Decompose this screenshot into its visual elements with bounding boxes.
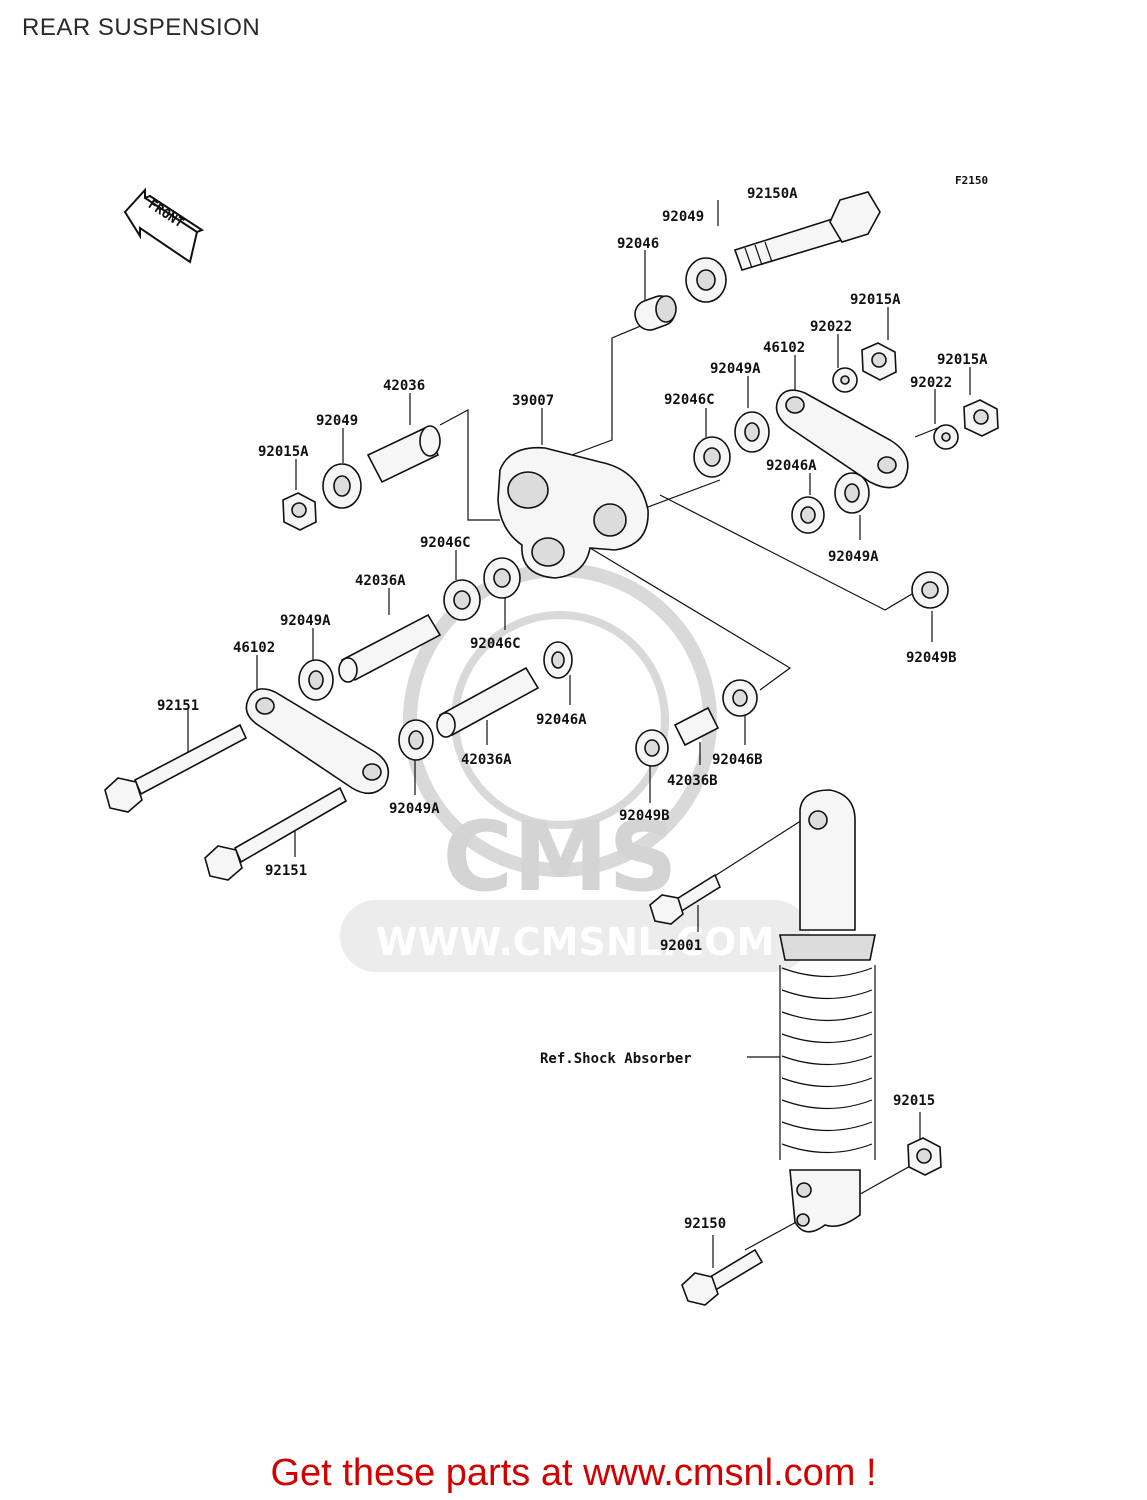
part-label: 92150	[684, 1216, 726, 1232]
part-label: 92046A	[536, 712, 587, 728]
bearing-92046b-icon	[722, 679, 758, 717]
nut-92015a-left-icon	[282, 492, 317, 531]
part-label: 92022	[810, 319, 852, 335]
collar-42036a-lower-icon	[436, 666, 540, 738]
collar-42036b-icon	[673, 706, 720, 747]
part-label: 92049A	[389, 801, 440, 817]
nut-92015-icon	[907, 1137, 942, 1176]
part-label: 92151	[265, 863, 307, 879]
watermark-brand: CMS	[442, 801, 677, 913]
part-label: 42036	[383, 378, 425, 394]
part-label: 92049A	[828, 549, 879, 565]
washer-92049a-lower-icon	[398, 719, 434, 761]
shock-absorber-icon	[779, 789, 876, 1233]
bearing-92046c-upper-icon	[693, 436, 731, 478]
reference-note: Ref.Shock Absorber	[540, 1051, 692, 1067]
page-title: REAR SUSPENSION	[22, 14, 261, 41]
bearing-92046c-center-icon	[483, 557, 521, 599]
nut-92015a-right-top-icon	[861, 342, 897, 381]
front-arrow-icon: FRONT	[123, 187, 205, 264]
part-label: 39007	[512, 393, 554, 409]
part-label: 92015A	[258, 444, 309, 460]
part-label: 92049	[316, 413, 358, 429]
part-label: 92049B	[906, 650, 957, 666]
part-label: 92015A	[850, 292, 901, 308]
washer-92049b-right-icon	[911, 571, 949, 609]
part-label: 92046B	[712, 752, 763, 768]
part-label: 92046C	[470, 636, 521, 652]
part-label: 92015A	[937, 352, 988, 368]
part-label: 92049	[662, 209, 704, 225]
part-label: 92046C	[664, 392, 715, 408]
watermark: CMS WWW.CMSNL.COM	[340, 563, 810, 972]
collar-42036a-upper-icon	[338, 613, 442, 683]
part-label: 42036A	[461, 752, 512, 768]
part-label: 92049B	[619, 808, 670, 824]
bolt-92150-icon	[681, 1248, 764, 1306]
leader-lines	[187, 200, 971, 1268]
washer-92049b-lower-icon	[635, 729, 669, 767]
washer-92022-right-top-icon	[832, 367, 858, 393]
bearing-92046c-left-icon	[443, 579, 481, 621]
watermark-url: WWW.CMSNL.COM	[376, 920, 775, 964]
part-label: 46102	[233, 640, 275, 656]
bolt-92151-lower-icon	[204, 786, 348, 881]
link-plate-46102-left-icon	[245, 688, 390, 795]
bolt-92151-upper-icon	[104, 723, 248, 813]
part-label: 92015	[893, 1093, 935, 1109]
bearing-92046a-center-icon	[543, 641, 573, 679]
part-label: 92151	[157, 698, 199, 714]
bearing-92046-top-icon	[634, 295, 677, 331]
washer-92049-top-icon	[685, 257, 727, 303]
bolt-92001-icon	[649, 873, 721, 925]
part-label: 92046A	[766, 458, 817, 474]
part-label: 92150A	[747, 186, 798, 202]
part-label: 92046C	[420, 535, 471, 551]
figure-code: F2150	[955, 174, 988, 187]
bolt-92150a-icon	[733, 191, 881, 271]
bearing-92046a-right-icon	[791, 496, 825, 534]
exploded-parts-diagram: CMS WWW.CMSNL.COM F2150 FRONT	[104, 174, 999, 1306]
washer-92049a-left-icon	[298, 659, 334, 701]
part-label: 42036B	[667, 773, 718, 789]
washer-92049a-right-icon	[834, 472, 870, 514]
part-label: 42036A	[355, 573, 406, 589]
collar-42036-icon	[366, 425, 441, 484]
washer-92022-right-icon	[933, 424, 959, 450]
part-label: 92022	[910, 375, 952, 391]
part-label: 92049A	[710, 361, 761, 377]
washer-92049-left-icon	[322, 463, 362, 509]
rocker-arm-39007-icon	[497, 446, 649, 579]
part-label: 92046	[617, 236, 659, 252]
link-plate-46102-right-icon	[775, 389, 909, 489]
part-label: 92049A	[280, 613, 331, 629]
washer-92049a-upper-icon	[734, 411, 770, 453]
part-label: 92001	[660, 938, 702, 954]
part-label: 46102	[763, 340, 805, 356]
part-labels: 92150A 92049 92046 92015A 92022 46102 92…	[157, 186, 988, 1232]
nut-92015a-right-icon	[963, 399, 999, 437]
footer-link[interactable]: Get these parts at www.cmsnl.com !	[270, 1452, 877, 1494]
